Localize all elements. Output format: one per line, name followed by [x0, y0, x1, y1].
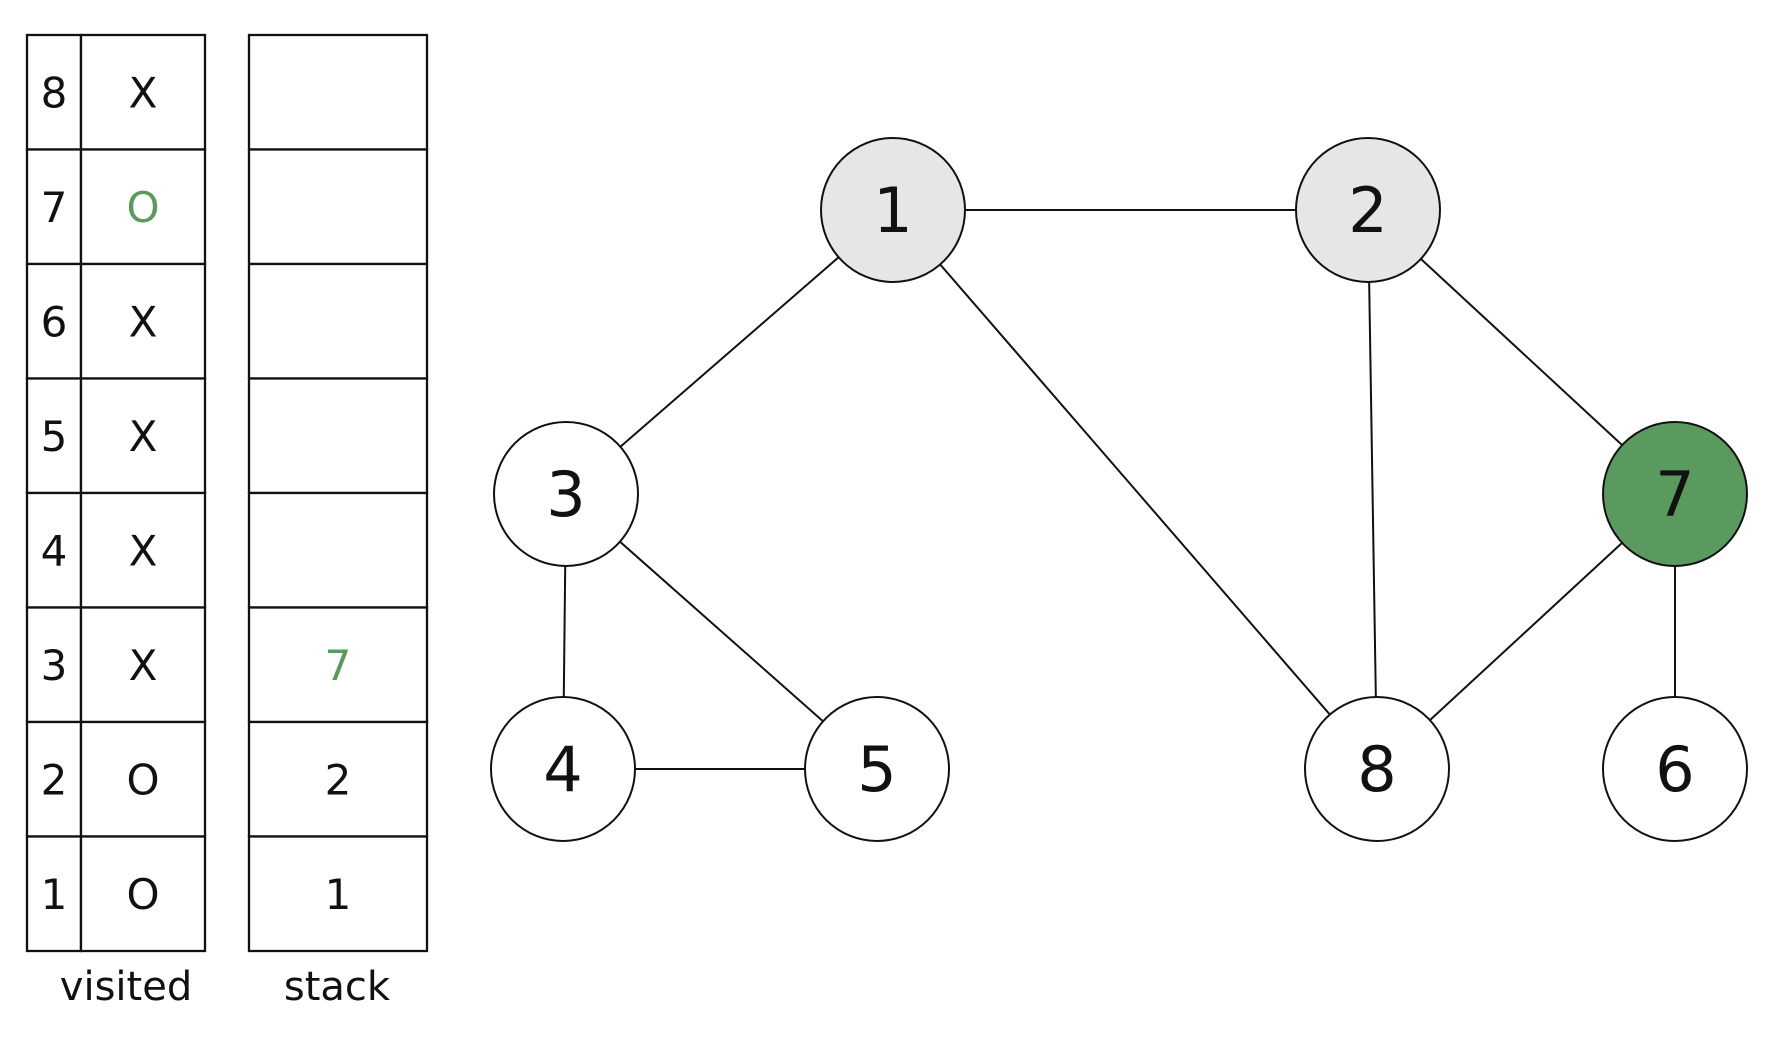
visited-index: 3 — [41, 641, 68, 690]
visited-mark: X — [129, 526, 158, 575]
node-circle — [1295, 137, 1441, 283]
stack-value: 1 — [325, 870, 352, 919]
node-8: 8 — [1304, 696, 1450, 842]
stack-value: 2 — [325, 755, 352, 804]
stack-cell-box — [247, 377, 429, 495]
graph-edges — [562, 209, 1676, 770]
stack-cell-box — [247, 835, 429, 953]
node-label: 2 — [1348, 174, 1387, 247]
stack-cell-box — [247, 606, 429, 724]
visited-mark-cell — [79, 720, 207, 838]
node-circle — [1602, 696, 1748, 842]
stack-cell — [247, 377, 429, 495]
visited-index: 4 — [41, 526, 68, 575]
visited-index-cell — [25, 33, 83, 151]
visited-mark: X — [129, 641, 158, 690]
stack-cell — [247, 148, 429, 266]
graph-nodes: 1 2 3 4 5 6 7 8 — [490, 137, 1748, 842]
visited-index: 1 — [41, 870, 68, 919]
visited-mark-cell — [79, 262, 207, 380]
stack-cell — [247, 491, 429, 609]
node-circle — [820, 137, 966, 283]
visited-mark-cell — [79, 33, 207, 151]
node-3: 3 — [493, 421, 639, 567]
node-label: 3 — [546, 458, 585, 531]
node-label: 1 — [873, 174, 912, 247]
stack-cell-box — [247, 720, 429, 838]
node-7: 7 — [1602, 421, 1748, 567]
stack-cell: 1 — [247, 835, 429, 953]
visited-mark: X — [129, 412, 158, 461]
stack-cell-box — [247, 148, 429, 266]
visited-index: 5 — [41, 412, 68, 461]
visited-mark: X — [129, 297, 158, 346]
node-circle — [490, 696, 636, 842]
node-label: 6 — [1655, 733, 1694, 806]
stack-cell: 7 — [247, 606, 429, 724]
node-1: 1 — [820, 137, 966, 283]
node-label: 7 — [1655, 458, 1694, 531]
node-label: 8 — [1357, 733, 1396, 806]
node-label: 4 — [543, 733, 582, 806]
visited-index: 2 — [41, 755, 68, 804]
edge-2-8 — [1367, 209, 1378, 770]
stack-cell — [247, 33, 429, 151]
stack-value: 7 — [325, 641, 352, 690]
visited-mark: X — [129, 68, 158, 117]
stack-cell — [247, 262, 429, 380]
stack-label: stack — [284, 964, 391, 1010]
stack-cell-box — [247, 33, 429, 151]
node-4: 4 — [490, 696, 636, 842]
visited-index: 7 — [41, 183, 68, 232]
node-6: 6 — [1602, 696, 1748, 842]
visited-mark-cell — [79, 606, 207, 724]
visited-mark: O — [126, 183, 159, 232]
node-5: 5 — [804, 696, 950, 842]
node-circle — [493, 421, 639, 567]
node-circle — [1602, 421, 1748, 567]
stack-cell-box — [247, 262, 429, 380]
visited-label: visited — [60, 964, 192, 1010]
node-circle — [804, 696, 950, 842]
visited-mark-cell — [79, 835, 207, 953]
stack-cell: 2 — [247, 720, 429, 838]
visited-mark-cell — [79, 148, 207, 266]
visited-mark: O — [126, 755, 159, 804]
edge-1-8 — [892, 209, 1378, 770]
stack-cell-box — [247, 491, 429, 609]
visited-mark-cell — [79, 491, 207, 609]
visited-mark: O — [126, 870, 159, 919]
node-circle — [1304, 696, 1450, 842]
visited-mark-cell — [79, 377, 207, 495]
visited-index: 6 — [41, 297, 68, 346]
visited-index: 8 — [41, 68, 68, 117]
node-label: 5 — [857, 733, 896, 806]
node-2: 2 — [1295, 137, 1441, 283]
stack-table: 7 2 1 — [247, 33, 429, 953]
